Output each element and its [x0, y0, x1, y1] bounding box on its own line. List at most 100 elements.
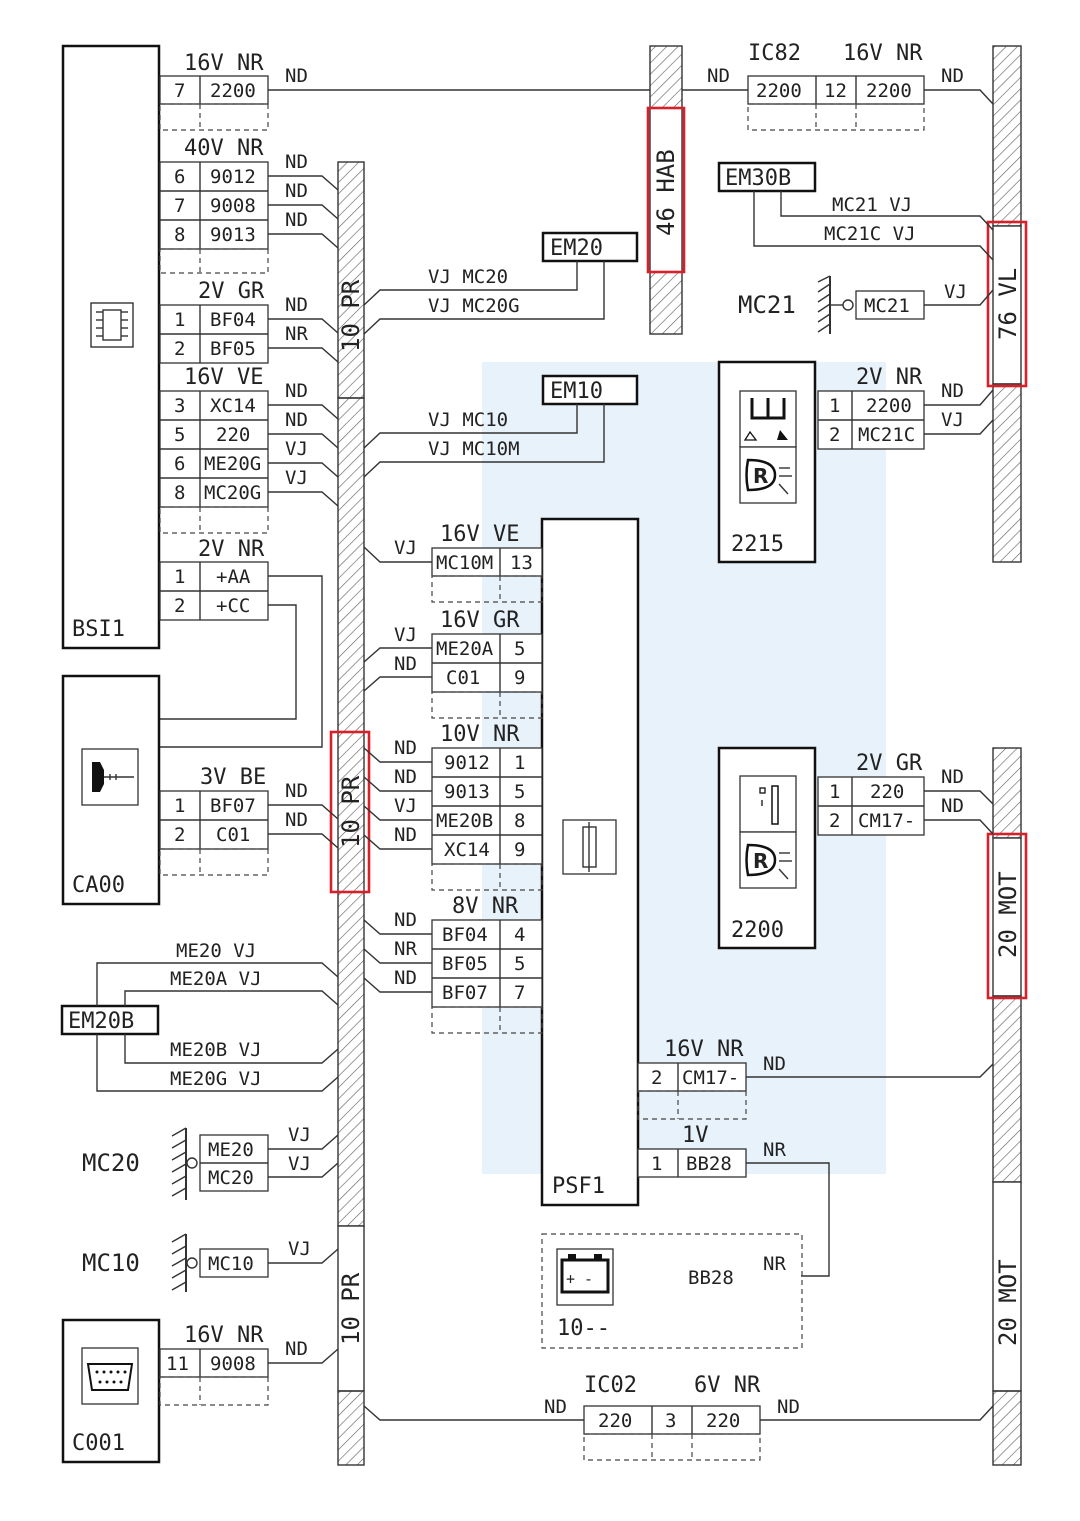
svg-text:ND: ND [285, 409, 308, 431]
svg-text:VJ: VJ [941, 409, 964, 431]
svg-text:220: 220 [216, 424, 250, 446]
pr-bus [337, 161, 365, 1466]
battery-wire-label: BB28 [688, 1267, 734, 1289]
svg-text:16V NR: 16V NR [184, 51, 264, 76]
svg-text:ME20A VJ: ME20A VJ [170, 968, 262, 990]
svg-text:8: 8 [174, 482, 185, 504]
svg-text:3V BE: 3V BE [200, 765, 266, 790]
svg-text:BF04: BF04 [442, 924, 488, 946]
em20b-label: EM20B [68, 1009, 134, 1034]
ca00-3v-be-connector: 3V BE 1 BF07 2 C01 ND ND [159, 765, 308, 876]
svg-text:VJ MC20G: VJ MC20G [428, 295, 520, 317]
svg-text:+ -: + - [566, 1270, 593, 1288]
svg-text:C01: C01 [216, 824, 250, 846]
lamp-2200-connector: 2V GR 1 220 2 CM17- ND ND [817, 751, 964, 836]
svg-text:5: 5 [514, 953, 525, 975]
vl-bus-label: 76 VL [994, 268, 1022, 340]
svg-text:ME20 VJ: ME20 VJ [176, 940, 256, 962]
svg-text:VJ MC20: VJ MC20 [428, 266, 508, 288]
battery-block [541, 1233, 803, 1349]
svg-text:3: 3 [174, 395, 185, 417]
lamp-2215-connector: 2V NR 1 2200 2 MC21C ND VJ [817, 365, 964, 450]
svg-text:7: 7 [514, 982, 525, 1004]
svg-text:BB28: BB28 [686, 1153, 732, 1175]
svg-text:1: 1 [174, 566, 185, 588]
svg-text:ME20G: ME20G [204, 453, 261, 475]
svg-text:ND: ND [285, 209, 308, 231]
svg-text:ND: ND [394, 824, 417, 846]
svg-text:+AA: +AA [216, 566, 251, 588]
lamp-2200-label: 2200 [731, 918, 784, 943]
svg-text:MC10M: MC10M [436, 552, 493, 574]
svg-text:1: 1 [829, 781, 840, 803]
ic82-connector: IC82 16V NR 2200 12 2200 ND [747, 41, 964, 131]
svg-text:MC20: MC20 [208, 1167, 254, 1189]
em20-splice [541, 231, 639, 263]
em20b-splice [60, 1004, 160, 1036]
svg-text:MC21 VJ: MC21 VJ [832, 194, 912, 216]
mot-bus-label-lower: 20 MOT [994, 1259, 1022, 1346]
svg-text:ND: ND [394, 967, 417, 989]
svg-text:MC21: MC21 [864, 295, 910, 317]
svg-text:C01: C01 [446, 667, 480, 689]
pr-bus-label-lower: 10 PR [337, 1272, 365, 1345]
svg-text:ME20: ME20 [208, 1139, 254, 1161]
vl-mot-bus [992, 45, 1022, 1466]
svg-text:2: 2 [174, 595, 185, 617]
svg-text:VJ MC10M: VJ MC10M [428, 438, 520, 460]
svg-text:7: 7 [174, 195, 185, 217]
svg-text:16V NR: 16V NR [664, 1037, 744, 1062]
svg-text:ND: ND [285, 65, 308, 87]
diagnostic-socket-icon [81, 1347, 139, 1405]
svg-text:ND: ND [763, 1053, 786, 1075]
mc20-connector: ME20 MC20 VJ VJ [199, 1124, 311, 1192]
svg-text:1: 1 [651, 1153, 662, 1175]
svg-text:ME20B: ME20B [436, 810, 493, 832]
svg-text:BF04: BF04 [210, 309, 256, 331]
svg-text:VJ: VJ [394, 795, 417, 817]
svg-text:BF07: BF07 [210, 795, 256, 817]
bsi-label: BSI1 [72, 617, 125, 642]
svg-text:BF07: BF07 [442, 982, 488, 1004]
svg-text:1: 1 [174, 795, 185, 817]
svg-text:NR: NR [285, 323, 308, 345]
psf1-fusebox [540, 517, 640, 1207]
svg-text:5: 5 [514, 638, 525, 660]
svg-text:6V NR: 6V NR [694, 1373, 761, 1398]
psf-10v-nr-connector: 10V NR 9012 1 9013 5 ME20B 8 XC14 9 ND N… [394, 722, 543, 891]
hab-bus-label: 46 HAB [652, 149, 680, 236]
svg-text:XC14: XC14 [444, 839, 490, 861]
highlight-mot [986, 832, 1028, 1000]
mot-bus-label-upper: 20 MOT [994, 871, 1022, 958]
chip-icon [90, 302, 134, 348]
svg-text:R: R [753, 849, 768, 873]
svg-text:VJ: VJ [285, 438, 308, 460]
svg-text:7: 7 [174, 80, 185, 102]
svg-text:9013: 9013 [444, 781, 490, 803]
svg-text:16V GR: 16V GR [440, 608, 520, 633]
svg-text:MC21C: MC21C [858, 424, 915, 446]
svg-text:VJ MC10: VJ MC10 [428, 409, 508, 431]
svg-text:NR: NR [394, 938, 417, 960]
svg-text:ND: ND [777, 1396, 800, 1418]
psf-16v-gr-connector: 16V GR ME20A 5 C01 9 VJ ND [394, 608, 543, 719]
svg-text:9008: 9008 [210, 195, 256, 217]
lamp-2215-label: 2215 [731, 532, 784, 557]
svg-text:2V GR: 2V GR [856, 751, 923, 776]
svg-text:ND: ND [394, 653, 417, 675]
svg-text:4: 4 [514, 924, 525, 946]
bsi-16v-ve-connector: 16V VE 3 XC14 5 220 6 ME20G 8 MC20G ND N… [159, 365, 308, 534]
svg-text:8V NR: 8V NR [452, 894, 519, 919]
svg-text:MC10: MC10 [208, 1253, 254, 1275]
svg-text:ND: ND [394, 737, 417, 759]
battery-icon: + - [556, 1248, 614, 1306]
svg-text:2: 2 [829, 810, 840, 832]
svg-text:CM17-: CM17- [682, 1067, 739, 1089]
c001-label: C001 [72, 1431, 125, 1456]
svg-text:IC82: IC82 [748, 41, 801, 66]
ignition-key-icon [81, 748, 139, 806]
svg-text:2V GR: 2V GR [198, 279, 265, 304]
svg-text:NR: NR [763, 1139, 786, 1161]
svg-text:MC20G: MC20G [204, 482, 261, 504]
